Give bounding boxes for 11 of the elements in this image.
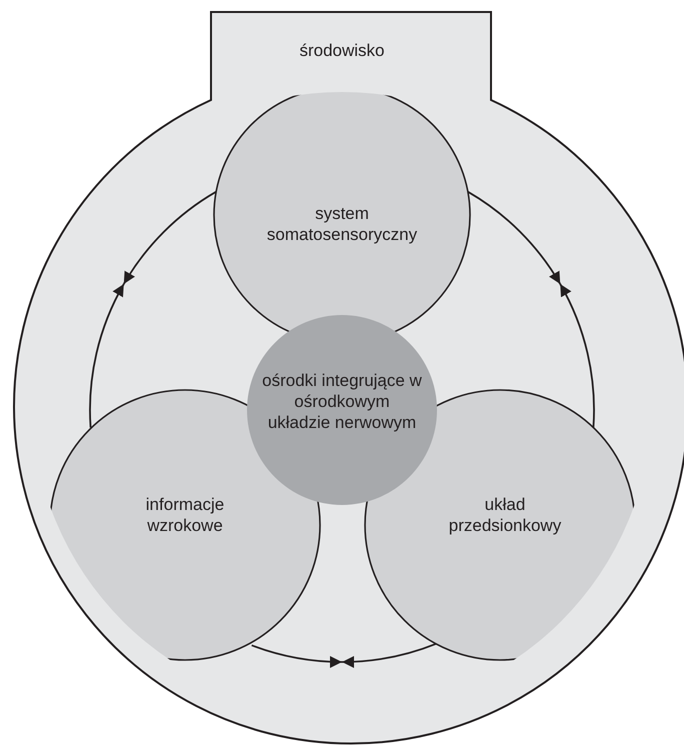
node-label: informacje wzrokowe xyxy=(144,494,226,536)
environment-label: środowisko xyxy=(298,40,386,61)
arrow xyxy=(468,191,561,284)
node-label: system somatosensoryczny xyxy=(266,203,418,245)
arrow xyxy=(89,284,125,428)
node-label: ośrodki integrujące w ośrodkowym układzie nerwowym xyxy=(262,370,422,433)
node-label: układ przedsionkowy xyxy=(448,494,562,536)
arrow xyxy=(559,284,595,428)
arrow xyxy=(342,642,437,668)
arrow xyxy=(251,644,342,668)
arrow xyxy=(123,191,216,284)
